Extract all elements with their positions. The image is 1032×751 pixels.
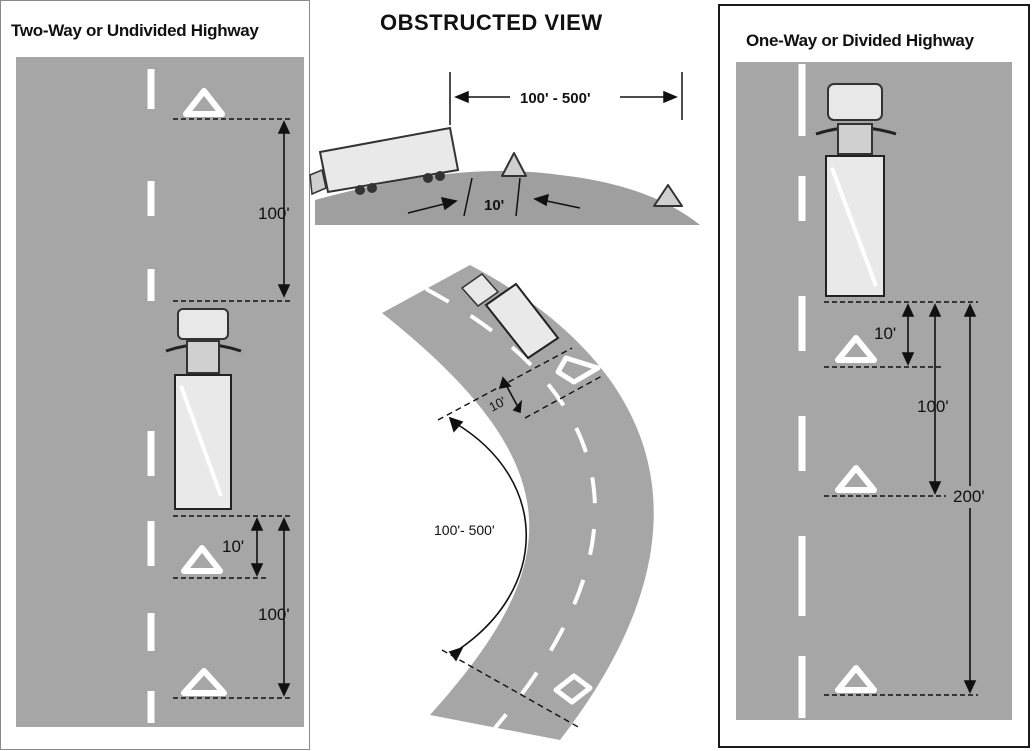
- warning-triangle-icon: [501, 152, 527, 177]
- curve-dimension-guides: [437, 347, 603, 729]
- warning-triangle-icon: [555, 355, 601, 385]
- hill-range-label: 100' - 500': [520, 90, 591, 107]
- obstructed-view-panel: OBSTRUCTED VIEW 100' - 500' 10': [309, 0, 718, 750]
- warning-triangle-icon: [181, 545, 223, 574]
- one-way-highway-panel: One-Way or Divided Highway 10' 100': [718, 4, 1030, 748]
- obstructed-view-title: OBSTRUCTED VIEW: [380, 10, 603, 35]
- dimension-arrows: [901, 303, 977, 694]
- truck-icon: [460, 273, 560, 360]
- two-way-highway-diagram: 100' 10' 100': [16, 57, 304, 727]
- warning-triangle-icon: [181, 668, 227, 696]
- two-way-highway-panel: Two-Way or Undivided Highway: [0, 0, 310, 750]
- hill-near-label: 10': [484, 197, 504, 214]
- curve-near-label: 10': [486, 393, 508, 414]
- tractor-trailer-icon: [309, 126, 460, 196]
- one-way-highway-diagram: 10' 100' 200': [736, 62, 1012, 720]
- truck-icon: [165, 308, 242, 510]
- one-way-highway-title: One-Way or Divided Highway: [746, 31, 974, 50]
- road-surface: [16, 57, 304, 727]
- near-distance-label: 10': [874, 324, 896, 343]
- warning-triangle-icon: [835, 465, 877, 493]
- lower-distance-label: 100': [258, 605, 290, 624]
- two-way-highway-title: Two-Way or Undivided Highway: [11, 21, 259, 40]
- dimension-arrows: [250, 120, 291, 697]
- warning-triangle-icon: [653, 184, 683, 207]
- dimension-guides: [824, 301, 978, 696]
- upper-distance-label: 100': [258, 204, 290, 223]
- mid-distance-label: 100': [917, 397, 949, 416]
- warning-triangle-icon: [835, 665, 877, 693]
- hill-dimensions: [407, 72, 683, 217]
- near-distance-label: 10': [222, 537, 244, 556]
- dimension-guides: [173, 118, 291, 699]
- far-distance-label: 200': [953, 487, 985, 506]
- curved-road: [382, 265, 654, 740]
- curve-dimension-arrows: [448, 376, 527, 662]
- warning-triangle-icon: [835, 335, 877, 363]
- warning-triangle-icon: [183, 88, 225, 117]
- curve-range-label: 100'- 500': [434, 522, 495, 538]
- warning-triangle-icon: [553, 673, 593, 705]
- curved-lane-dashes: [425, 287, 597, 730]
- obstructed-view-diagram: 100' - 500' 10' 10' 100'- 500': [309, 72, 700, 740]
- truck-icon: [815, 83, 897, 297]
